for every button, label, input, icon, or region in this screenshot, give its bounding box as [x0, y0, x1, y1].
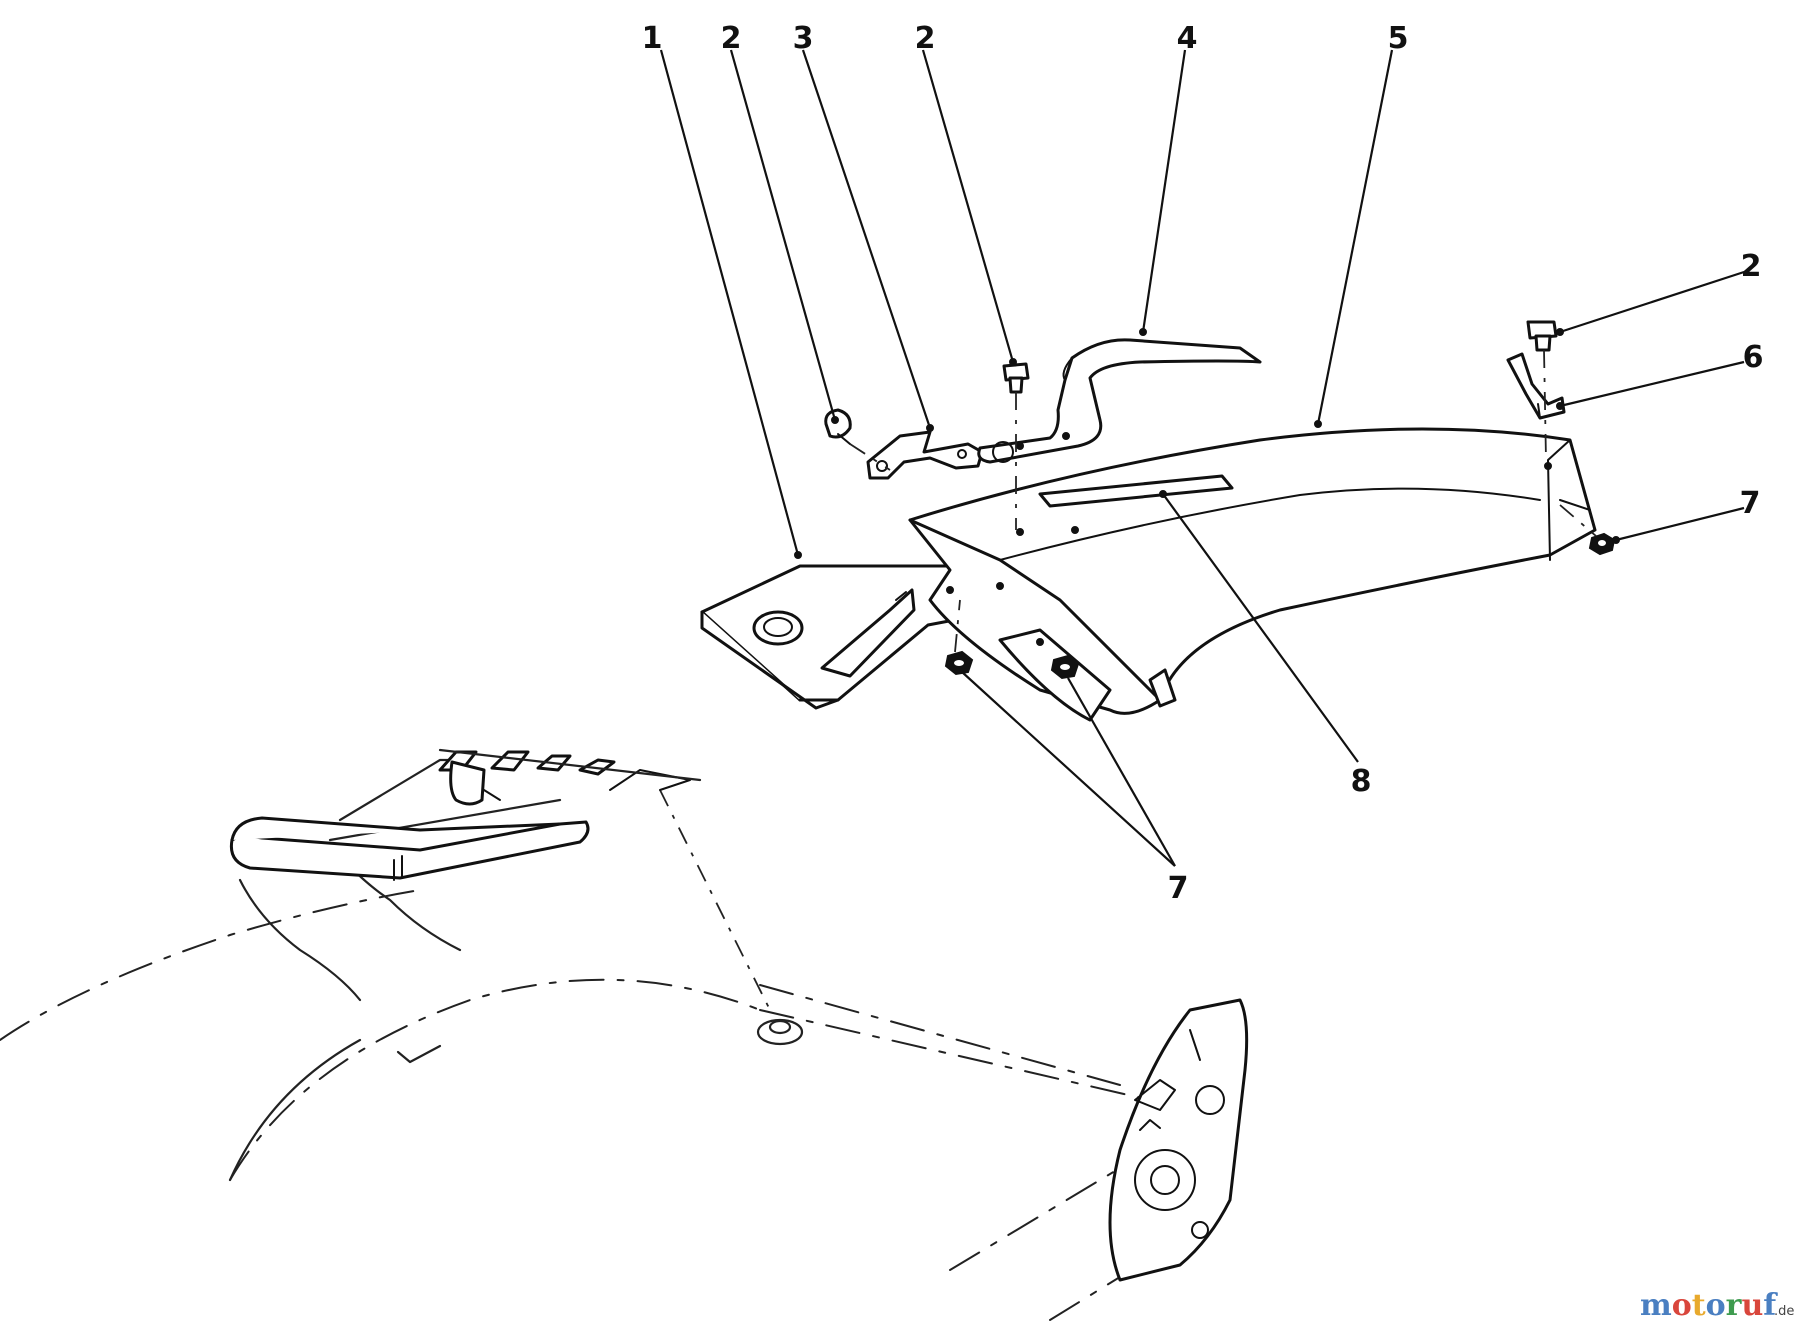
- part-5-discharge-chute: [908, 427, 1597, 722]
- part-6-clip: [1506, 352, 1566, 420]
- screw-part-2-left: [824, 408, 852, 445]
- callout-7-right: 7: [1740, 486, 1761, 521]
- watermark-letter: m: [1640, 1288, 1672, 1323]
- part-3-bracket: [866, 430, 984, 480]
- callout-6: 6: [1743, 340, 1764, 375]
- side-frame-plate: [1108, 998, 1249, 1282]
- callout-8: 8: [1351, 764, 1372, 799]
- watermark-letter: f: [1763, 1288, 1778, 1323]
- callout-5: 5: [1388, 21, 1409, 56]
- leader-lines: [659, 49, 1745, 867]
- callout-3: 3: [793, 21, 814, 56]
- motoruf-watermark: motoruf .de: [1640, 1288, 1794, 1323]
- mower-housing-outline: [0, 758, 1181, 1321]
- watermark-letter: o: [1672, 1288, 1692, 1323]
- svg-text:motoruf: motoruf: [1640, 1288, 1778, 1323]
- fasteners: [824, 320, 1616, 680]
- callout-2-center: 2: [915, 21, 936, 56]
- watermark-letter: r: [1726, 1288, 1743, 1323]
- callout-1: 1: [642, 21, 663, 56]
- screw-part-2-right: [1526, 320, 1558, 352]
- watermark-letter: o: [1706, 1288, 1726, 1323]
- callout-2-right: 2: [1741, 249, 1762, 284]
- screw-part-2-center: [1002, 362, 1030, 394]
- nut-part-7-right: [1588, 532, 1616, 556]
- part-4-deflector-handle: [977, 338, 1262, 464]
- watermark-letter: t: [1692, 1288, 1706, 1323]
- callout-2-left: 2: [721, 21, 742, 56]
- callout-7-lower: 7: [1168, 871, 1189, 906]
- nut-part-7-lower-left: [944, 650, 974, 676]
- callout-labels: 1 2 3 2 4 5 2 6 7 8 7: [642, 21, 1764, 906]
- callout-4: 4: [1177, 21, 1198, 56]
- nut-part-7-lower-middle: [1050, 654, 1080, 680]
- height-adjust-handle: [229, 748, 702, 881]
- watermark-letter: u: [1741, 1288, 1763, 1323]
- watermark-suffix: .de: [1774, 1304, 1794, 1319]
